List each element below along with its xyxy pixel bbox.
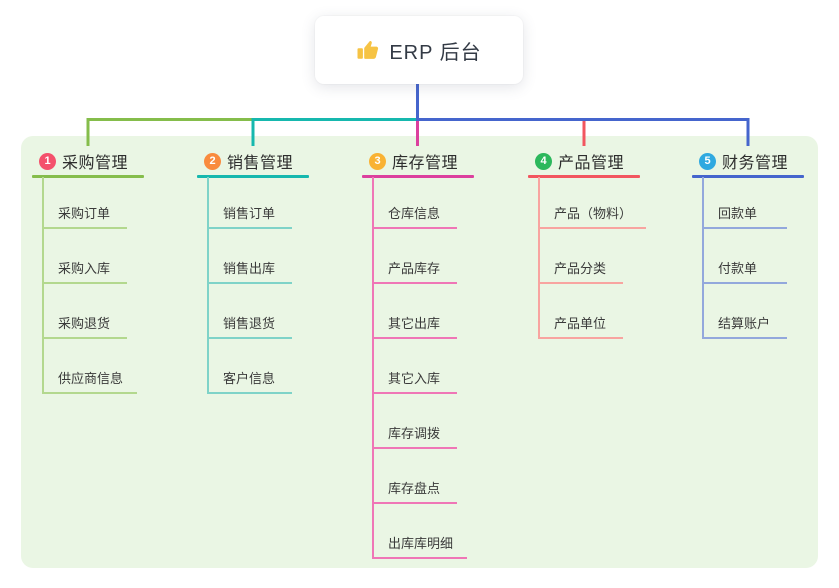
- child-node-5-3[interactable]: 结算账户: [718, 316, 771, 331]
- branch-label-2: 销售管理: [227, 155, 294, 172]
- child-node-4-2[interactable]: 产品分类: [554, 261, 607, 276]
- branch-underline-3: [362, 175, 474, 178]
- branch-label-3: 库存管理: [392, 155, 459, 172]
- child-node-3-2[interactable]: 产品库存: [388, 261, 441, 276]
- children-connector-1: [42, 177, 44, 394]
- child-underline-3-5: [372, 447, 457, 449]
- child-node-2-4[interactable]: 客户信息: [223, 371, 276, 386]
- child-underline-4-1: [538, 227, 646, 229]
- branch-underline-4: [528, 175, 640, 178]
- child-node-3-7[interactable]: 出库库明细: [388, 536, 454, 551]
- thumbs-up-icon: [356, 38, 380, 62]
- branch-badge-3: 3: [369, 152, 386, 170]
- child-node-3-1[interactable]: 仓库信息: [388, 206, 441, 221]
- child-underline-3-7: [372, 557, 467, 559]
- child-node-3-5[interactable]: 库存调拨: [388, 426, 441, 441]
- root-node-label: ERP 后台: [389, 41, 482, 64]
- child-underline-3-3: [372, 337, 457, 339]
- branch-badge-2: 2: [204, 152, 221, 170]
- branch-underline-5: [692, 175, 804, 178]
- child-underline-1-1: [42, 227, 127, 229]
- branch-label-4: 产品管理: [558, 155, 625, 172]
- child-node-1-1[interactable]: 采购订单: [58, 206, 111, 221]
- child-underline-5-1: [702, 227, 787, 229]
- child-node-1-3[interactable]: 采购退货: [58, 316, 111, 331]
- child-underline-1-3: [42, 337, 127, 339]
- child-underline-2-3: [207, 337, 292, 339]
- child-underline-2-1: [207, 227, 292, 229]
- child-node-2-3[interactable]: 销售退货: [223, 316, 276, 331]
- child-underline-5-3: [702, 337, 787, 339]
- branch-underline-1: [32, 175, 144, 178]
- child-node-3-6[interactable]: 库存盘点: [388, 481, 441, 496]
- child-node-5-1[interactable]: 回款单: [718, 206, 758, 221]
- child-node-4-1[interactable]: 产品（物料）: [554, 206, 633, 221]
- branch-label-5: 财务管理: [722, 155, 789, 172]
- child-node-3-3[interactable]: 其它出库: [388, 316, 441, 331]
- child-underline-5-2: [702, 282, 787, 284]
- children-connector-5: [702, 177, 704, 339]
- branch-badge-4: 4: [535, 152, 552, 170]
- child-node-5-2[interactable]: 付款单: [718, 261, 758, 276]
- branch-node-4[interactable]: 4 产品管理: [528, 148, 640, 174]
- child-underline-3-1: [372, 227, 457, 229]
- children-connector-4: [538, 177, 540, 339]
- branch-node-3[interactable]: 3 库存管理: [362, 148, 474, 174]
- child-underline-4-3: [538, 337, 623, 339]
- branch-underline-2: [197, 175, 309, 178]
- children-connector-2: [207, 177, 209, 394]
- child-underline-1-2: [42, 282, 127, 284]
- child-node-2-1[interactable]: 销售订单: [223, 206, 276, 221]
- root-node[interactable]: ERP 后台: [315, 16, 523, 84]
- child-node-2-2[interactable]: 销售出库: [223, 261, 276, 276]
- child-node-3-4[interactable]: 其它入库: [388, 371, 441, 386]
- branch-badge-1: 1: [39, 152, 56, 170]
- branch-node-5[interactable]: 5 财务管理: [692, 148, 804, 174]
- child-underline-4-2: [538, 282, 623, 284]
- branch-label-1: 采购管理: [62, 155, 129, 172]
- child-underline-3-6: [372, 502, 457, 504]
- child-underline-2-4: [207, 392, 292, 394]
- child-node-1-4[interactable]: 供应商信息: [58, 371, 124, 386]
- child-node-1-2[interactable]: 采购入库: [58, 261, 111, 276]
- child-underline-2-2: [207, 282, 292, 284]
- branch-badge-5: 5: [699, 152, 716, 170]
- child-node-4-3[interactable]: 产品单位: [554, 316, 607, 331]
- branch-node-2[interactable]: 2 销售管理: [197, 148, 309, 174]
- child-underline-1-4: [42, 392, 137, 394]
- child-underline-3-4: [372, 392, 457, 394]
- branch-node-1[interactable]: 1 采购管理: [32, 148, 144, 174]
- children-connector-3: [372, 177, 374, 559]
- child-underline-3-2: [372, 282, 457, 284]
- branch-group-panel: [21, 136, 818, 568]
